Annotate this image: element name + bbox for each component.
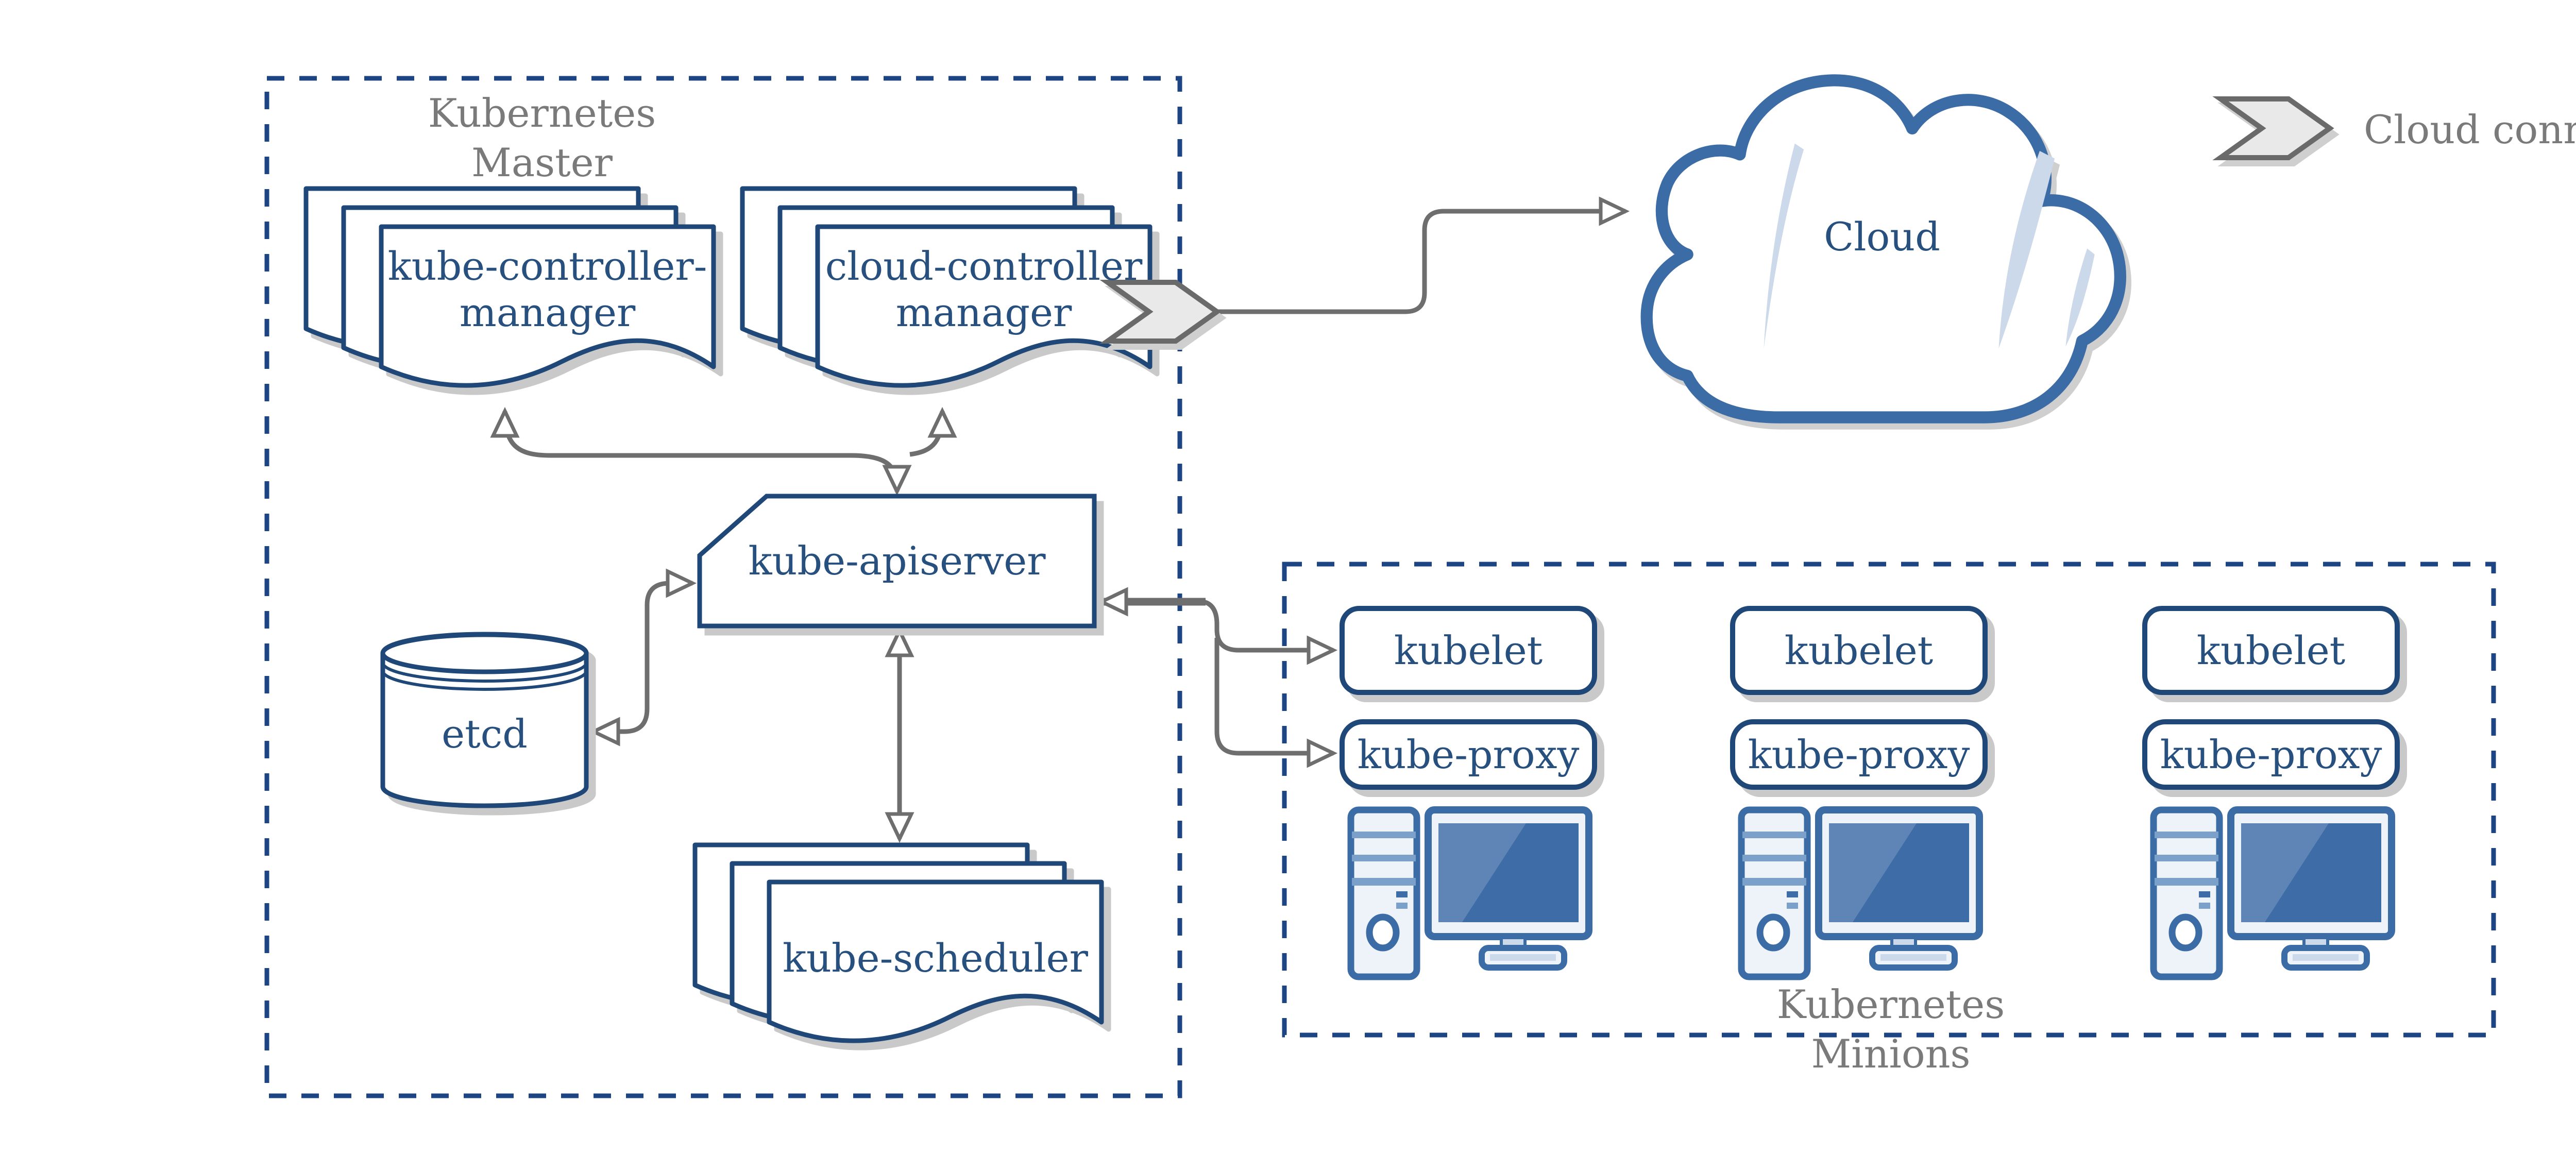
kube-scheduler-stack: [695, 845, 1101, 1041]
kube-controller-manager-stack: [306, 189, 714, 385]
cloud-controller-manager-stack: [742, 189, 1150, 385]
arrow-cloud-controller-branch: [909, 406, 957, 457]
arrow-apiserver-kubeproxy: [1214, 638, 1338, 768]
kube-proxy-shape: [1733, 722, 1985, 787]
minion-node-1: [1342, 608, 1595, 977]
arrow-controllers-apiserver: [490, 406, 912, 496]
minion-node-3: [2145, 608, 2397, 977]
document-stack-icon: [381, 227, 714, 385]
kube-apiserver-shape: [697, 494, 1097, 629]
document-stack-icon: [769, 882, 1101, 1041]
arrow-etcd-apiserver: [589, 568, 697, 747]
computer-icon: [2154, 810, 2392, 977]
connectors: [490, 196, 1630, 843]
cloud-icon: [1640, 74, 2126, 423]
kubernetes-master-group-box: [264, 76, 1182, 1098]
computer-icon: [1351, 810, 1589, 977]
arrow-apiserver-kubelet: [1202, 599, 1338, 665]
document-stack-icon: [818, 227, 1150, 385]
minion-node-2: [1733, 608, 1985, 977]
kubelet-shape: [1733, 608, 1985, 692]
kube-proxy-shape: [1342, 722, 1595, 787]
kubelet-shape: [1342, 608, 1595, 692]
etcd-cylinder: [380, 632, 589, 808]
cloud-connector-legend-icon: [2221, 99, 2330, 158]
kubernetes-minions-group-box: [1282, 562, 2496, 1038]
computer-icon: [1741, 810, 1979, 977]
kubelet-shape: [2145, 608, 2397, 692]
kube-proxy-shape: [2145, 722, 2397, 787]
arrow-cloud-connector-line: [1217, 196, 1630, 314]
